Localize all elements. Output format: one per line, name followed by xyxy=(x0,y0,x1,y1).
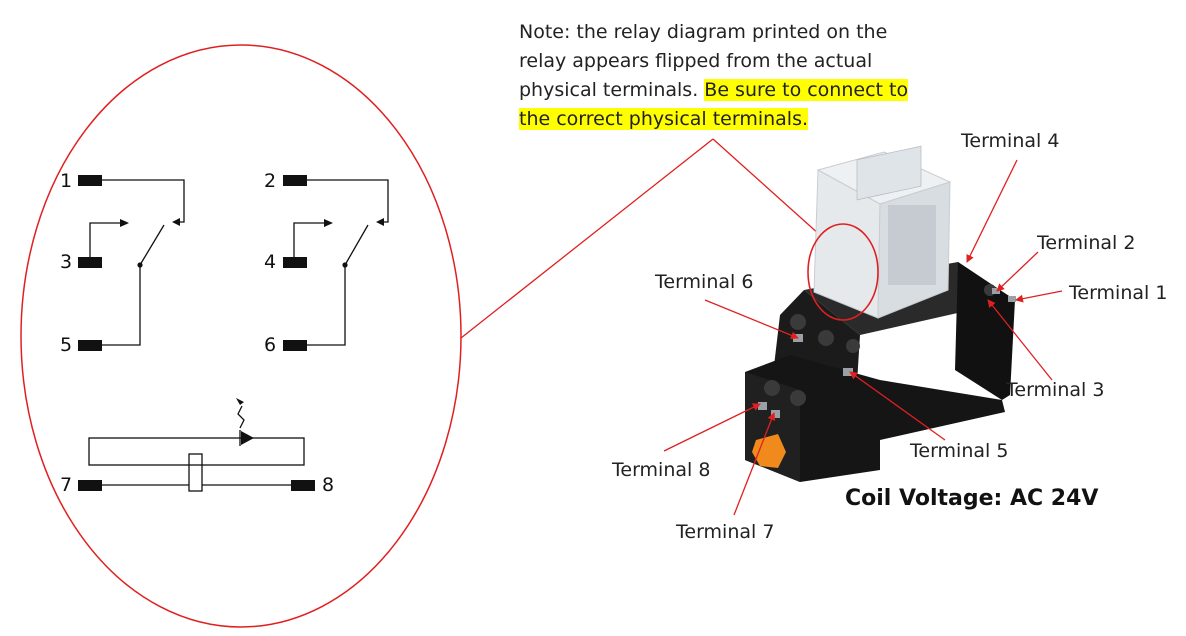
arrow-terminal-6 xyxy=(704,299,799,340)
terminal-screw-2 xyxy=(992,288,1000,294)
led-emission-arrowhead xyxy=(236,398,244,405)
note-text: Note: the relay diagram printed on the r… xyxy=(519,21,888,101)
terminal-label-2: Terminal 2 xyxy=(1037,232,1136,254)
pin-pad-2 xyxy=(283,175,307,186)
arrow-terminal-4 xyxy=(966,159,1018,263)
switch2-blade xyxy=(344,224,369,266)
socket-base-right xyxy=(955,262,1015,400)
terminal-label-7: Terminal 7 xyxy=(676,521,775,543)
relay-inner-mechanism xyxy=(888,205,936,285)
terminal-arrows xyxy=(663,159,1063,516)
relay-schematic xyxy=(78,175,389,492)
switch2-nc-wire xyxy=(307,179,389,223)
terminal-label-3: Terminal 3 xyxy=(1006,379,1105,401)
orange-clip xyxy=(752,434,786,468)
relay-diagram-callout-ellipse xyxy=(807,223,879,321)
switch1-no-wire xyxy=(89,222,122,257)
pin-label-8: 8 xyxy=(322,474,335,496)
terminal-label-5: Terminal 5 xyxy=(910,440,1009,462)
terminal-label-1: Terminal 1 xyxy=(1069,282,1168,304)
switch1-no-arrow xyxy=(120,219,129,227)
pin-label-3: 3 xyxy=(60,251,73,273)
terminal-screw-8 xyxy=(758,402,767,410)
screw-hole-5 xyxy=(846,339,860,353)
pin-label-7: 7 xyxy=(60,474,73,496)
callout-line-to-schematic xyxy=(460,138,714,339)
switch2-com-wire xyxy=(307,265,346,346)
pin-label-6: 6 xyxy=(264,334,277,356)
terminal-screw-5 xyxy=(843,368,853,376)
switch1-com-wire xyxy=(102,265,141,346)
switch2-nc-arrow xyxy=(376,218,384,226)
pin-label-2: 2 xyxy=(264,170,277,192)
callout-line-to-relay xyxy=(712,138,821,236)
arrow-terminal-2 xyxy=(996,251,1039,292)
terminal-label-8: Terminal 8 xyxy=(612,459,711,481)
arrow-terminal-8 xyxy=(663,403,761,452)
pin-pad-1 xyxy=(78,175,102,186)
pin-label-1: 1 xyxy=(60,170,73,192)
screw-hole-3 xyxy=(764,380,780,396)
pin-label-4: 4 xyxy=(264,251,277,273)
schematic-callout-ellipse xyxy=(20,44,462,628)
terminal-label-4: Terminal 4 xyxy=(961,130,1060,152)
pin-label-5: 5 xyxy=(60,334,73,356)
terminal-screw-1 xyxy=(1008,296,1016,302)
screw-hole-1 xyxy=(790,314,806,330)
pin-pad-3 xyxy=(78,257,102,268)
terminal-screw-7 xyxy=(771,410,780,418)
warning-note: Note: the relay diagram printed on the r… xyxy=(519,18,919,134)
terminal-label-6: Terminal 6 xyxy=(655,271,754,293)
arrow-terminal-1 xyxy=(1015,290,1063,303)
pin-pad-7 xyxy=(78,480,102,491)
socket-lower-block xyxy=(745,355,1005,482)
pin-pad-6 xyxy=(283,340,307,351)
screw-hole-2 xyxy=(818,330,834,346)
pin-pad-8 xyxy=(291,480,315,491)
switch1-nc-wire xyxy=(102,179,185,223)
led-emission-arrow xyxy=(237,405,245,429)
screw-hole-4 xyxy=(790,390,806,406)
switch1-blade xyxy=(139,224,165,266)
diode-loop xyxy=(88,437,305,466)
switch2-no-wire xyxy=(293,222,326,257)
callout-lines xyxy=(460,138,821,339)
switch1-nc-arrow xyxy=(172,218,180,226)
switch2-no-arrow xyxy=(324,219,333,227)
pin-pad-5 xyxy=(78,340,102,351)
pin-pad-4 xyxy=(283,257,307,268)
relay-label-sticker xyxy=(856,145,922,201)
coil-voltage-label: Coil Voltage: AC 24V xyxy=(845,486,1099,511)
arrow-terminal-3 xyxy=(987,299,1053,381)
diode-triangle xyxy=(241,431,254,445)
arrow-terminal-7 xyxy=(733,412,776,516)
coil-body xyxy=(188,453,203,492)
arrow-terminal-5 xyxy=(849,371,946,441)
relay-product-illustration xyxy=(745,145,1016,482)
